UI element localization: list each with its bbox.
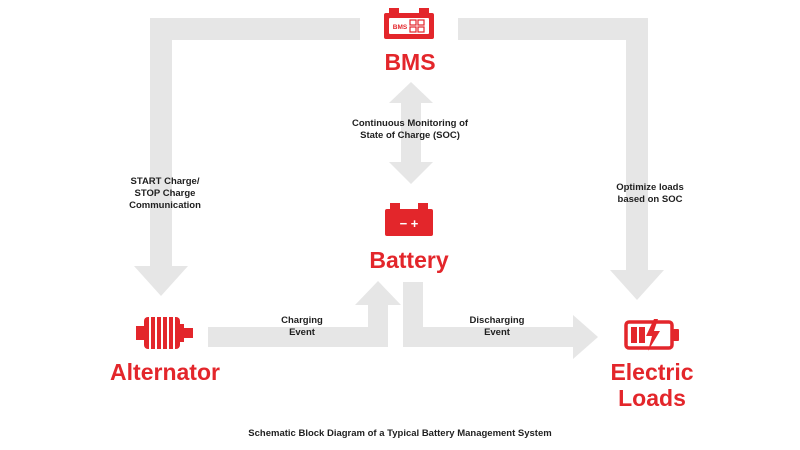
charging-annotation: Charging Event xyxy=(262,315,342,339)
discharging-annotation-line1: Discharging xyxy=(469,315,525,326)
discharging-annotation-line2: Event xyxy=(484,326,510,338)
battery-icon-text: − + xyxy=(400,216,419,231)
bms-to-alternator-arrowhead xyxy=(134,266,188,296)
discharging-annotation: Discharging Event xyxy=(452,315,542,339)
bms-to-alternator-arrow-shaft xyxy=(150,18,172,266)
battery-label: Battery xyxy=(369,247,449,273)
monitoring-annotation: Continuous Monitoring of State of Charge… xyxy=(325,118,495,142)
electric-loads-label-line1: Electric xyxy=(610,359,694,385)
charging-arrow-horizontal xyxy=(208,327,388,347)
monitoring-double-arrow xyxy=(389,82,433,184)
charging-annotation-line1: Charging xyxy=(281,315,323,326)
bms-to-loads-arrowhead xyxy=(610,270,664,300)
discharging-arrowhead xyxy=(573,315,598,359)
discharging-arrow-horizontal xyxy=(403,327,573,347)
charging-annotation-line2: Event xyxy=(289,326,315,338)
optimize-annotation: Optimize loads based on SOC xyxy=(590,182,710,206)
monitoring-annotation-line1: Continuous Monitoring of xyxy=(351,118,469,129)
bms-icon-text: BMS xyxy=(393,24,408,31)
start-stop-annotation-line3: Communication xyxy=(129,199,201,211)
monitoring-annotation-line2: State of Charge (SOC) xyxy=(360,129,460,141)
start-stop-annotation-line2: STOP Charge xyxy=(134,187,196,199)
lightning-battery-icon xyxy=(624,319,679,351)
bms-to-alternator-arrow-top xyxy=(150,18,360,40)
diagram-caption: Schematic Block Diagram of a Typical Bat… xyxy=(248,428,552,439)
electric-loads-label: Electric Loads xyxy=(582,359,722,412)
alternator-label: Alternator xyxy=(110,359,220,385)
bms-controller-icon: BMS xyxy=(384,8,434,39)
optimize-annotation-line1: Optimize loads xyxy=(616,182,684,193)
optimize-annotation-line2: based on SOC xyxy=(617,193,683,205)
start-stop-annotation-line1: START Charge/ xyxy=(130,176,200,187)
battery-icon: − + xyxy=(385,203,433,236)
electric-loads-label-line2: Loads xyxy=(618,384,686,411)
charging-arrow-vertical xyxy=(368,305,388,347)
bms-to-loads-arrow-shaft xyxy=(626,18,648,270)
bms-to-loads-arrow-top xyxy=(458,18,648,40)
alternator-icon xyxy=(136,317,193,349)
bms-label: BMS xyxy=(384,49,436,75)
charging-arrowhead xyxy=(355,281,401,305)
start-stop-annotation: START Charge/ STOP Charge Communication xyxy=(100,176,230,212)
